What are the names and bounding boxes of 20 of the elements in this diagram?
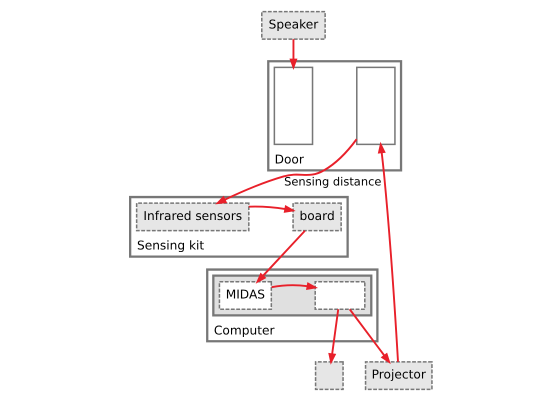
arrow xyxy=(348,308,390,364)
arrow xyxy=(270,282,318,290)
edge-label: Sensing distance xyxy=(284,174,381,189)
arrow xyxy=(248,204,296,213)
node-box xyxy=(314,361,344,390)
cluster xyxy=(212,274,372,316)
node-box: MIDAS xyxy=(218,281,272,310)
arrow xyxy=(377,142,398,362)
node-box: Infrared sensors xyxy=(135,202,250,232)
arrow xyxy=(288,39,297,70)
node-box: board xyxy=(292,202,342,232)
node-box: Speaker xyxy=(260,10,326,40)
node-box xyxy=(314,281,366,310)
node-box xyxy=(273,66,313,146)
arrow xyxy=(328,309,339,365)
node-box: Projector xyxy=(364,361,432,390)
node-box xyxy=(356,66,396,146)
arrow xyxy=(255,230,306,284)
arrow xyxy=(214,138,357,204)
cluster: Door xyxy=(266,60,402,172)
